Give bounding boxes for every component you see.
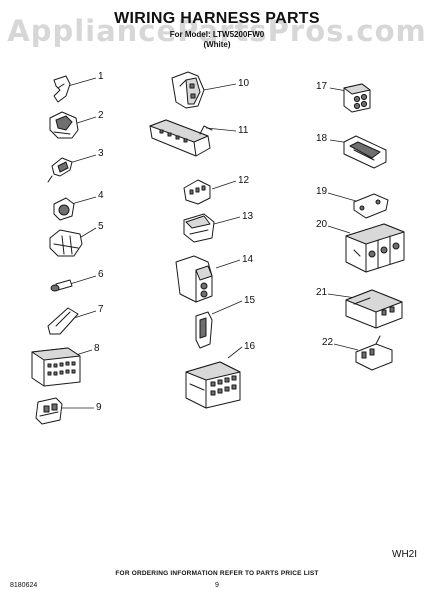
part-5-harness-bracket-icon — [49, 229, 83, 257]
callout-13: 13 — [242, 211, 254, 222]
callout-6: 6 — [98, 269, 104, 280]
diagram-code: WH2I — [392, 549, 417, 560]
part-22-terminal-connector-icon — [355, 335, 393, 371]
part-6-screw-icon — [50, 279, 73, 292]
document-part-number: 8180624 — [10, 582, 38, 589]
part-10-plug-connector-icon — [171, 71, 205, 109]
callout-5: 5 — [98, 221, 104, 232]
page-title: WIRING HARNESS PARTS — [114, 10, 320, 27]
color-note: (White) — [203, 40, 231, 49]
watermark: AppliancePartsPros.com — [7, 14, 427, 48]
part-4-cable-clamp-icon — [53, 197, 75, 221]
callout-17: 17 — [316, 81, 328, 92]
callout-18: 18 — [316, 133, 328, 144]
callout-10: 10 — [238, 78, 250, 89]
callout-2: 2 — [98, 110, 104, 121]
callout-14: 14 — [242, 254, 254, 265]
part-11-terminal-strip-icon — [149, 119, 213, 157]
part-16-socket-block-icon — [185, 361, 241, 409]
part-2-connector-housing-icon — [49, 111, 79, 139]
callout-11: 11 — [238, 125, 249, 136]
part-19-mounting-plate-icon — [353, 193, 389, 219]
callout-19: 19 — [316, 186, 328, 197]
part-1-connector-clip-icon — [53, 75, 71, 103]
part-17-four-pin-housing-icon — [343, 83, 371, 113]
model-subtitle: For Model: LTW5200FW0 — [169, 30, 265, 39]
callout-16: 16 — [244, 341, 256, 352]
callout-9: 9 — [96, 402, 102, 413]
callout-3: 3 — [98, 148, 104, 159]
ordering-footer: FOR ORDERING INFORMATION REFER TO PARTS … — [115, 570, 319, 577]
part-20-triple-connector-icon — [345, 223, 405, 273]
callout-12: 12 — [238, 175, 250, 186]
callout-15: 15 — [244, 295, 256, 306]
part-12-small-connector-icon — [183, 179, 211, 205]
part-14-two-pin-plug-icon — [175, 255, 213, 303]
callout-20: 20 — [316, 219, 328, 230]
callout-4: 4 — [98, 190, 104, 201]
part-3-wire-clip-icon — [47, 157, 73, 183]
callout-21: 21 — [316, 287, 328, 298]
part-9-terminal-block-icon — [35, 397, 63, 425]
callout-7: 7 — [98, 304, 104, 315]
part-15-clip-icon — [195, 311, 213, 349]
leader-lines — [62, 77, 359, 409]
part-7-wire-tie-icon — [47, 307, 79, 335]
callout-22: 22 — [322, 337, 334, 348]
part-18-ribbon-connector-icon — [343, 135, 387, 169]
part-8-multi-pin-connector-icon — [31, 347, 81, 387]
callout-1: 1 — [98, 71, 104, 82]
page-number: 9 — [215, 582, 219, 589]
part-21-connector-housing-icon — [345, 289, 403, 329]
callout-8: 8 — [94, 343, 100, 354]
part-13-latch-connector-icon — [183, 213, 215, 243]
